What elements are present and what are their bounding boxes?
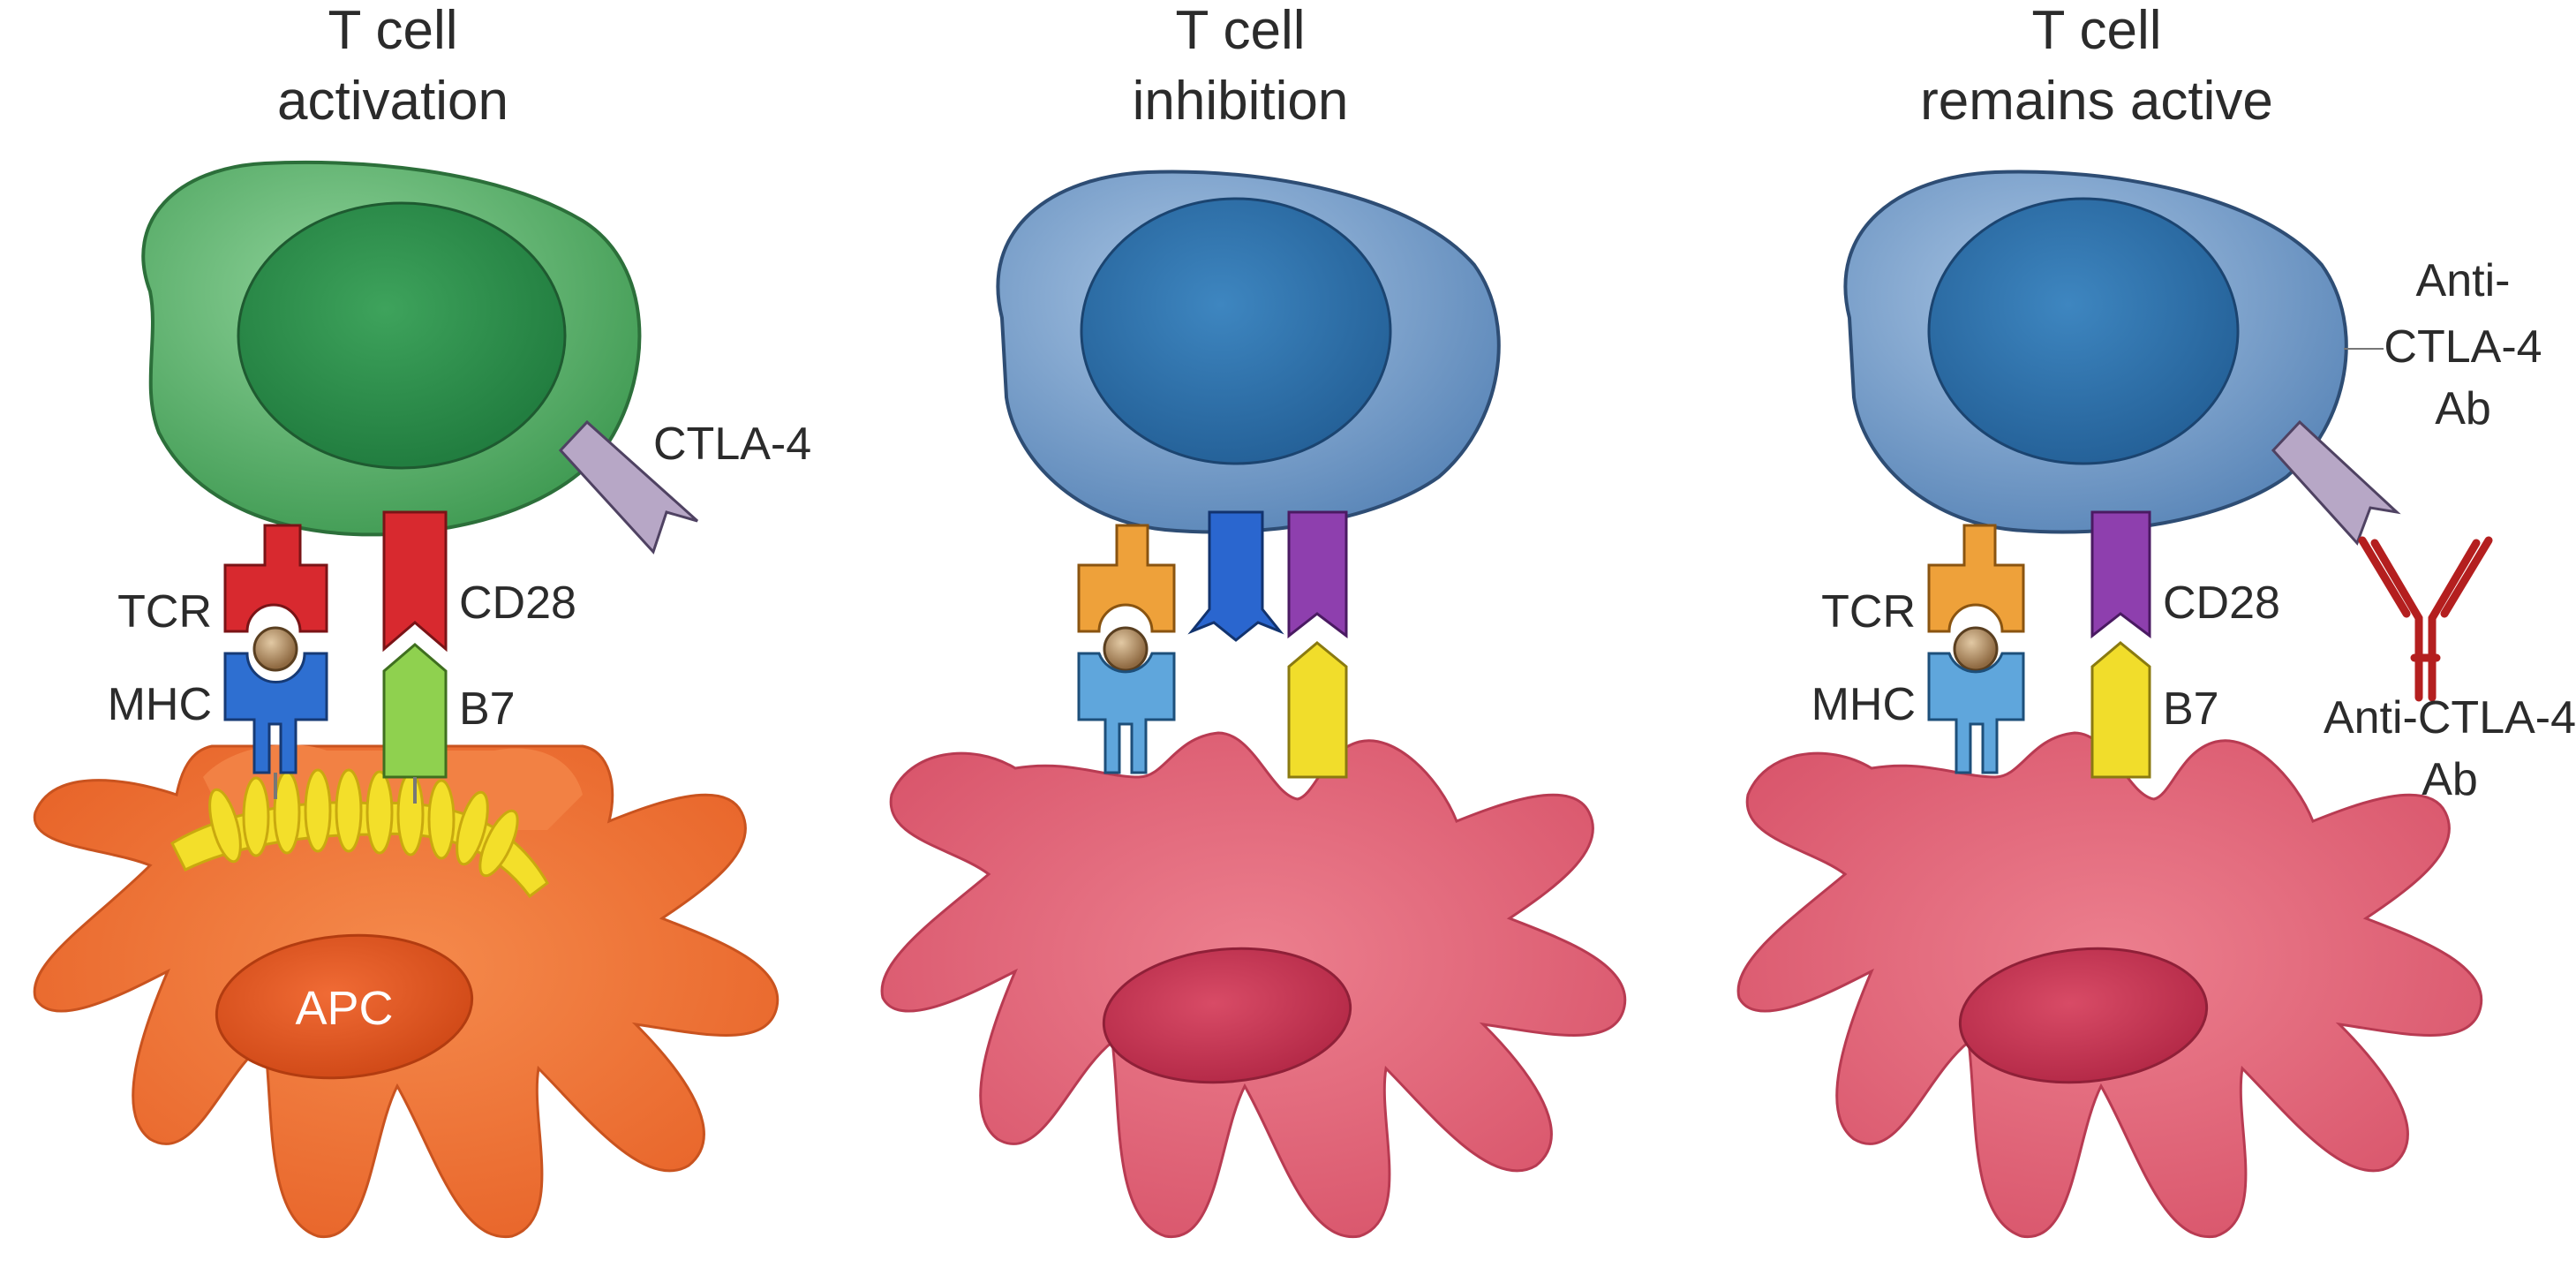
anti-ctla4-bottom-label-2: Ab xyxy=(2422,754,2478,805)
ctla4-receptor xyxy=(1187,510,1284,642)
anti-ctla4-antibody xyxy=(2358,536,2493,702)
panel-remains-active: T cell remains active Anti- CTLA-4 xyxy=(1736,0,2576,1239)
anti-ctla4-top-label-2: CTLA-4 xyxy=(2384,321,2542,373)
b7-ligand xyxy=(2090,641,2151,779)
peptide-antigen xyxy=(1953,626,1999,672)
tcr-label: TCR xyxy=(117,586,212,638)
cd28-receptor xyxy=(2090,510,2151,639)
anti-ctla4-top-label-1: Anti- xyxy=(2416,255,2511,306)
cd28-label: CD28 xyxy=(2163,577,2280,629)
t-cell xyxy=(996,170,1501,534)
ctla4-receptor xyxy=(558,419,699,555)
peptide-antigen xyxy=(252,626,298,672)
t-cell-nucleus xyxy=(1927,197,2240,465)
b7-ligand xyxy=(382,643,448,804)
cd28-label: CD28 xyxy=(459,577,576,629)
mhc-molecule xyxy=(1077,652,1176,774)
apc-cell: APC xyxy=(33,744,780,1239)
tcr-receptor xyxy=(1927,524,2025,633)
panel-title-line1: T cell xyxy=(2031,0,2161,61)
mhc-molecule xyxy=(1927,652,2025,774)
b7-ligand xyxy=(1287,641,1348,779)
b7-label: B7 xyxy=(459,683,516,735)
panel-title-line2: inhibition xyxy=(1133,71,1349,132)
cd28-receptor xyxy=(1287,510,1348,639)
b7-label: B7 xyxy=(2163,683,2219,735)
t-cell-nucleus xyxy=(237,201,567,470)
panel-title-line1: T cell xyxy=(1175,0,1305,61)
apc-nucleus xyxy=(1958,947,2209,1084)
anti-ctla4-top-label-3: Ab xyxy=(2435,383,2491,434)
apc-cell xyxy=(880,731,1627,1239)
apc-nucleus xyxy=(1102,947,1352,1084)
panel-activation: T cell activation APC xyxy=(33,0,811,1239)
tcr-receptor xyxy=(1077,524,1176,633)
apc-label: APC xyxy=(295,982,393,1035)
t-cell xyxy=(1843,170,2348,534)
ctla4-receptor xyxy=(2271,419,2401,546)
panel-title-line2: activation xyxy=(277,71,508,132)
panel-title-line2: remains active xyxy=(1920,71,2273,132)
panel-inhibition: T cell inhibition xyxy=(880,0,1627,1239)
mhc-label: MHC xyxy=(108,679,212,730)
tcr-receptor xyxy=(223,524,328,633)
panel-title-line1: T cell xyxy=(328,0,457,61)
mhc-molecule xyxy=(223,652,328,799)
immune-synapse-coils xyxy=(170,768,549,899)
mhc-label: MHC xyxy=(1811,679,1916,730)
anti-ctla4-bottom-label-1: Anti-CTLA-4 xyxy=(2324,692,2576,743)
t-cell-nucleus xyxy=(1080,197,1392,465)
apc-nucleus xyxy=(215,933,474,1080)
apc-cell xyxy=(1736,731,2483,1239)
peptide-antigen xyxy=(1103,626,1149,672)
cd28-receptor xyxy=(382,510,448,653)
t-cell xyxy=(141,160,642,537)
ctla4-label: CTLA-4 xyxy=(653,419,811,470)
tcr-label: TCR xyxy=(1821,586,1916,638)
